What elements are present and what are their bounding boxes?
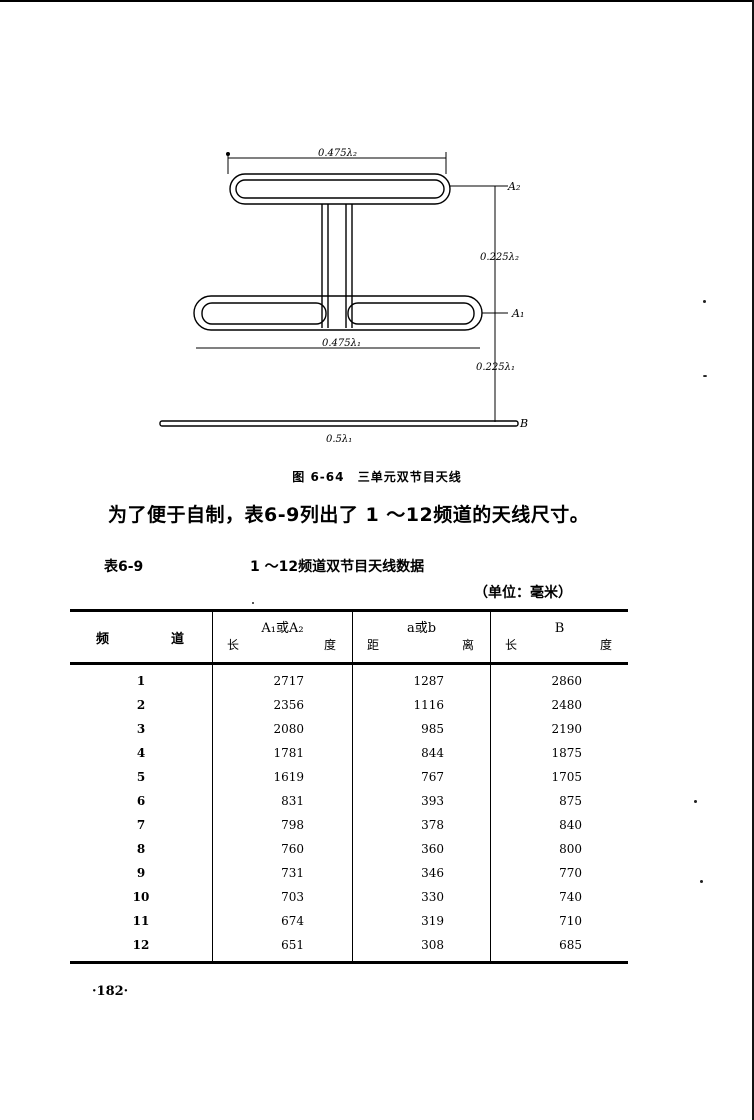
cell-a-length: 1619: [212, 765, 353, 789]
header-a-or-b: a或b 距 离: [352, 609, 491, 665]
cell-channel: 11: [132, 914, 150, 928]
scan-speck: [694, 800, 697, 803]
cell-b-length: 800: [489, 837, 628, 861]
cell-b-length: 770: [489, 861, 628, 885]
scan-speck: [252, 602, 254, 604]
cell-distance: 330: [352, 885, 491, 909]
cell-distance: 844: [352, 741, 491, 765]
scan-speck: [703, 300, 706, 303]
element-a2-inner: [235, 179, 445, 199]
scan-speck: [700, 880, 703, 883]
cell-channel: 6: [136, 794, 146, 808]
table-header-row: 频 道 A₁或A₂ 长 度 a或b 距 离 B: [70, 609, 628, 665]
cell-b-length: 840: [489, 813, 628, 837]
element-a1-inner-left: [201, 302, 327, 325]
cell-b-length: 2860: [489, 663, 628, 693]
cell-b-length: 1875: [489, 741, 628, 765]
cell-b-length: 685: [489, 933, 628, 964]
label-spacing-lower: 0.225λ₁: [476, 362, 515, 373]
cell-distance: 378: [352, 813, 491, 837]
element-a1-outer: [193, 295, 483, 331]
body-paragraph: 为了便于自制，表6-9列出了 1 ～12频道的天线尺寸。: [108, 504, 590, 526]
cell-distance: 360: [352, 837, 491, 861]
cell-distance: 308: [352, 933, 491, 964]
feeder-right: [345, 204, 353, 328]
cell-channel: 3: [136, 722, 146, 736]
cell-channel: 12: [70, 933, 213, 964]
cell-b-length: 710: [489, 909, 628, 933]
cell-channel: 9: [136, 866, 146, 880]
scan-top-border: [0, 0, 754, 2]
cell-a-length: 760: [212, 837, 353, 861]
table-unit: （单位：毫米）: [474, 585, 572, 601]
figure-caption: 图 6-64 三单元双节目天线: [0, 468, 754, 485]
element-a2-outer: [229, 173, 451, 205]
cell-distance: 346: [352, 861, 491, 885]
caption-text: 三单元双节目天线: [357, 470, 462, 484]
feeder-left: [321, 204, 329, 328]
label-spacing-upper: 0.225λ₂: [480, 252, 519, 263]
label-top-width: 0.475λ₂: [318, 148, 357, 159]
cell-a-length: 651: [212, 933, 353, 964]
cell-a-length: 798: [212, 813, 353, 837]
cell-b-length: 2480: [489, 693, 628, 717]
cell-a-length: 2080: [212, 717, 353, 741]
scan-right-border: [752, 0, 754, 1120]
table-number: 表6-9: [104, 559, 144, 575]
cell-distance: 319: [352, 909, 491, 933]
cell-a-length: 1781: [212, 741, 353, 765]
header-b: B 长 度: [489, 609, 628, 665]
label-b: B: [519, 417, 528, 430]
cell-distance: 1116: [352, 693, 491, 717]
cell-a-length: 2717: [212, 663, 353, 693]
cell-channel: 1: [136, 674, 146, 688]
cell-channel: 4: [136, 746, 146, 760]
element-b: [159, 420, 519, 427]
element-a1-inner-right: [347, 302, 475, 325]
cell-b-length: 2190: [489, 717, 628, 741]
cell-a-length: 731: [212, 861, 353, 885]
cell-channel: 7: [136, 818, 146, 832]
cell-b-length: 1705: [489, 765, 628, 789]
cell-distance: 393: [352, 789, 491, 813]
antenna-diagram: 0.475λ₂ A₂ 0.225λ₂ A₁ 0.475λ₁ 0.225λ₁ B …: [159, 148, 528, 445]
cell-b-length: 875: [489, 789, 628, 813]
scan-speck: [703, 375, 707, 377]
cell-distance: 985: [352, 717, 491, 741]
cell-a-length: 2356: [212, 693, 353, 717]
label-a1: A₁: [511, 307, 524, 320]
cell-a-length: 831: [212, 789, 353, 813]
data-table: 频 道 A₁或A₂ 长 度 a或b 距 离 B: [70, 609, 628, 964]
cell-a-length: 703: [212, 885, 353, 909]
cell-channel: 2: [136, 698, 146, 712]
cell-distance: 1287: [352, 663, 491, 693]
caption-number: 图 6-64: [292, 470, 345, 484]
page-number: ·182·: [92, 984, 129, 999]
cell-channel: 5: [136, 770, 146, 784]
table-title: 1 ～12频道双节目天线数据: [250, 559, 425, 575]
cell-b-length: 740: [489, 885, 628, 909]
label-a2: A₂: [507, 180, 520, 193]
cell-a-length: 674: [212, 909, 353, 933]
cell-channel: 10: [132, 890, 150, 904]
header-a1-or-a2: A₁或A₂ 长 度: [212, 609, 353, 665]
label-mid-width: 0.475λ₁: [322, 338, 361, 349]
cell-channel: 8: [136, 842, 146, 856]
label-bottom-width: 0.5λ₁: [326, 434, 352, 445]
header-channel: 频 道: [70, 609, 213, 665]
cell-distance: 767: [352, 765, 491, 789]
